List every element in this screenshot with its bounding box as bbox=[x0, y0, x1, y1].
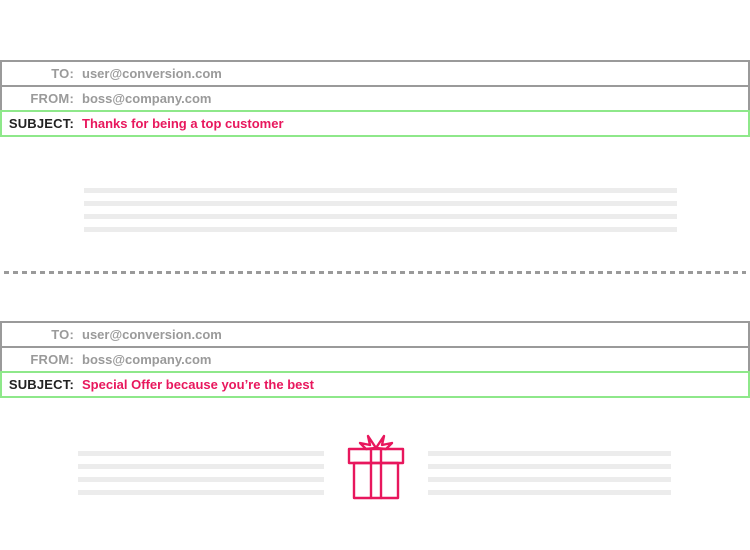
to-row: TO: user@conversion.com bbox=[0, 60, 750, 87]
to-value: user@conversion.com bbox=[82, 66, 222, 81]
placeholder-line bbox=[428, 477, 671, 482]
from-value: boss@company.com bbox=[82, 352, 212, 367]
subject-label: SUBJECT: bbox=[8, 377, 74, 392]
placeholder-line bbox=[84, 227, 677, 232]
subject-value: Special Offer because you’re the best bbox=[82, 377, 314, 392]
email-header-top: TO: user@conversion.com FROM: boss@compa… bbox=[0, 60, 750, 137]
placeholder-line bbox=[428, 451, 671, 456]
email-body-placeholder-left bbox=[78, 451, 324, 503]
subject-label: SUBJECT: bbox=[8, 116, 74, 131]
placeholder-line bbox=[84, 201, 677, 206]
email-body-placeholder-right bbox=[428, 451, 671, 503]
email-body-placeholder-top bbox=[84, 188, 677, 240]
subject-row: SUBJECT: Thanks for being a top customer bbox=[0, 110, 750, 137]
to-value: user@conversion.com bbox=[82, 327, 222, 342]
from-label: FROM: bbox=[30, 91, 74, 106]
placeholder-line bbox=[84, 188, 677, 193]
gift-icon bbox=[346, 432, 406, 502]
placeholder-line bbox=[84, 214, 677, 219]
placeholder-line bbox=[78, 477, 324, 482]
placeholder-line bbox=[78, 464, 324, 469]
from-row: FROM: boss@company.com bbox=[0, 346, 750, 373]
dashed-divider bbox=[4, 271, 746, 274]
from-label: FROM: bbox=[30, 352, 74, 367]
to-label: TO: bbox=[51, 327, 74, 342]
placeholder-line bbox=[428, 464, 671, 469]
subject-value: Thanks for being a top customer bbox=[82, 116, 284, 131]
email-header-bottom: TO: user@conversion.com FROM: boss@compa… bbox=[0, 321, 750, 398]
to-row: TO: user@conversion.com bbox=[0, 321, 750, 348]
placeholder-line bbox=[78, 490, 324, 495]
from-value: boss@company.com bbox=[82, 91, 212, 106]
placeholder-line bbox=[428, 490, 671, 495]
to-label: TO: bbox=[51, 66, 74, 81]
from-row: FROM: boss@company.com bbox=[0, 85, 750, 112]
subject-row: SUBJECT: Special Offer because you’re th… bbox=[0, 371, 750, 398]
placeholder-line bbox=[78, 451, 324, 456]
